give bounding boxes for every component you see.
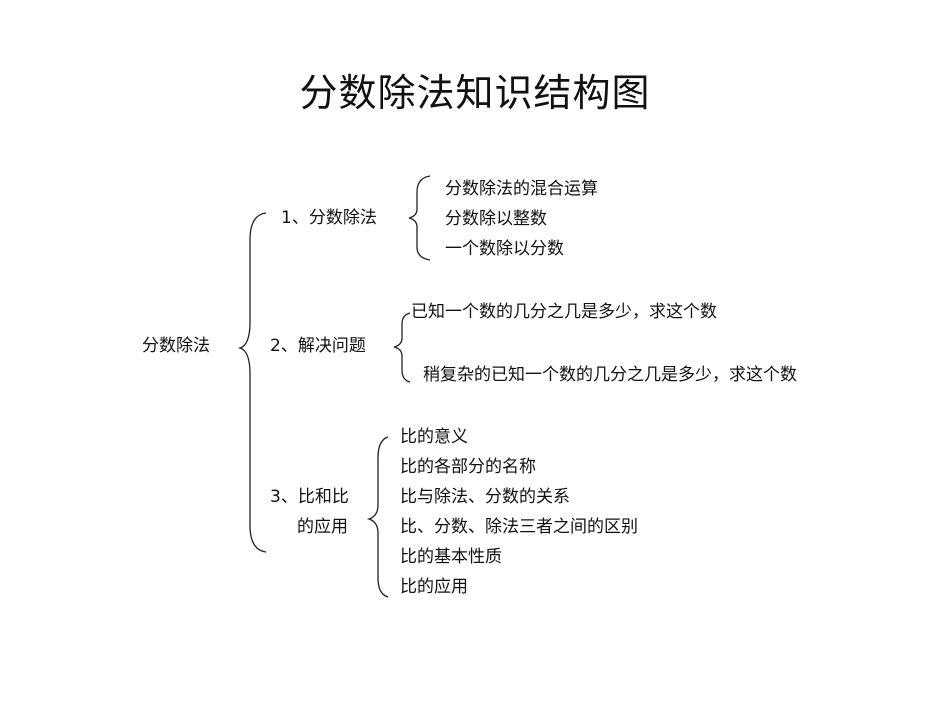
root-node: 分数除法 bbox=[142, 336, 210, 356]
leaf-item: 比的意义 bbox=[400, 427, 468, 447]
branch-label: 1、分数除法 bbox=[281, 208, 377, 228]
branch1-brace bbox=[408, 175, 431, 261]
leaf-item: 分数除法的混合运算 bbox=[445, 179, 598, 199]
leaf-item: 比的基本性质 bbox=[400, 547, 502, 567]
leaf-item: 比、分数、除法三者之间的区别 bbox=[400, 517, 638, 537]
leaf-item: 比的各部分的名称 bbox=[400, 457, 536, 477]
branch-label-line2: 的应用 bbox=[297, 517, 348, 537]
leaf-item: 已知一个数的几分之几是多少，求这个数 bbox=[411, 302, 717, 322]
diagram-title: 分数除法知识结构图 bbox=[299, 71, 651, 115]
leaf-item: 一个数除以分数 bbox=[445, 239, 564, 259]
leaf-item: 稍复杂的已知一个数的几分之几是多少，求这个数 bbox=[423, 365, 797, 385]
main-brace bbox=[237, 212, 267, 553]
branch3-brace bbox=[366, 436, 389, 598]
leaf-item: 分数除以整数 bbox=[445, 209, 547, 229]
branch2-brace bbox=[393, 312, 411, 383]
branch-label: 2、解决问题 bbox=[270, 336, 366, 356]
branch-label-line1: 3、比和比 bbox=[270, 487, 349, 507]
leaf-item: 比的应用 bbox=[400, 577, 468, 597]
leaf-item: 比与除法、分数的关系 bbox=[400, 487, 570, 507]
